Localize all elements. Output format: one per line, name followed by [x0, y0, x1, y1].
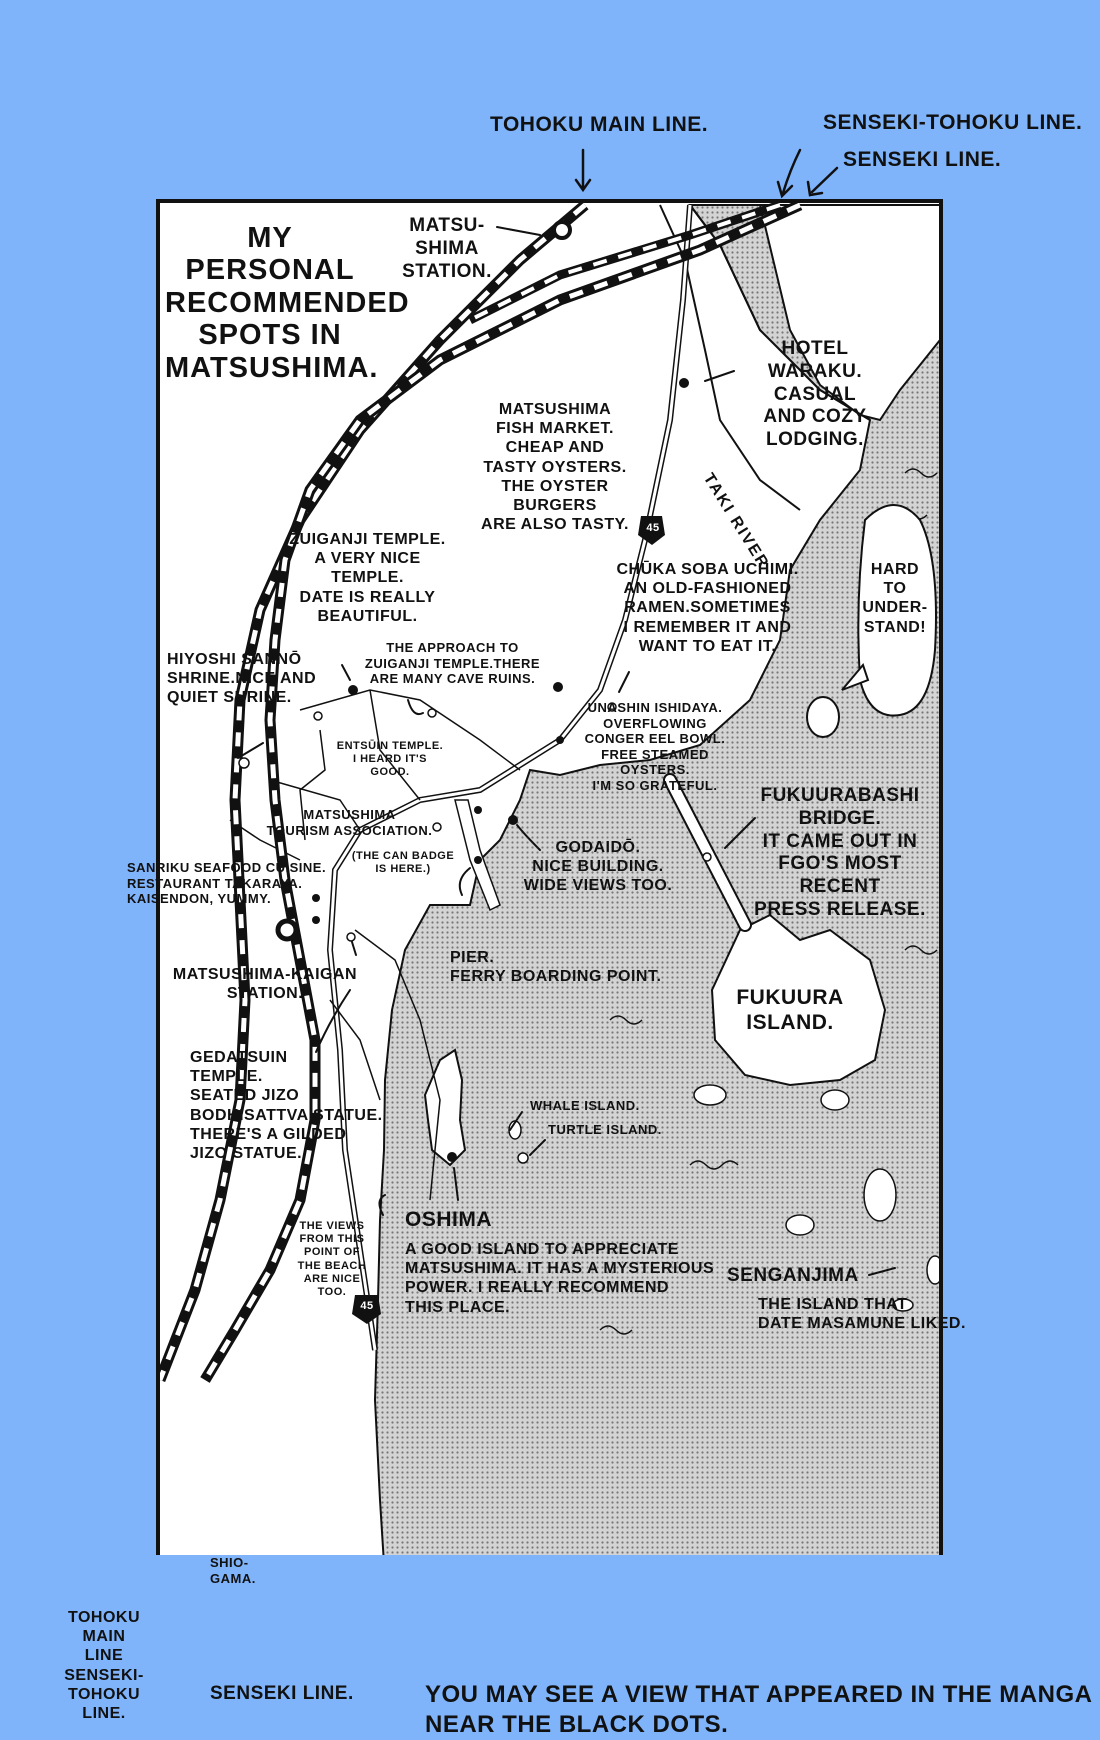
- senganjima-description: THE ISLAND THAT DATE MASAMUNE LIKED.: [758, 1296, 966, 1333]
- can-badge-label: (THE CAN BADGE IS HERE.): [351, 850, 455, 876]
- external-arrows: [574, 148, 839, 199]
- route-45-road-fill: [328, 204, 692, 1351]
- entsuin-label: ENTSŪIN TEMPLE. I HEARD IT'S GOOD.: [336, 740, 444, 779]
- matsushima-station-marker: [552, 220, 572, 240]
- senganjima-island: [892, 1298, 914, 1312]
- taki-river-bank: [659, 204, 801, 511]
- senseki-line-label: SENSEKI LINE.: [843, 148, 1002, 171]
- gedatsuin-label: GEDATSUIN TEMPLE. SEATED JIZO BODHISATTV…: [190, 1049, 383, 1162]
- matsushima-station-label: MATSU- SHIMA STATION.: [402, 215, 492, 282]
- zuiganji-label: ZUIGANJI TEMPLE. A VERY NICE TEMPLE. DAT…: [289, 531, 446, 625]
- map-frame: [156, 199, 943, 1555]
- fish-market-label: MATSUSHIMA FISH MARKET. CHEAP AND TASTY …: [481, 401, 629, 534]
- hotel-waraku-label: HOTEL WARAKU. CASUAL AND COZY LODGING.: [763, 338, 867, 451]
- senseki-line-dash: [202, 202, 802, 1382]
- route-45-number-top: 45: [646, 522, 660, 534]
- senseki-tohoku-line-label: SENSEKI-TOHOKU LINE.: [823, 111, 1083, 134]
- fukuura-island-label: FUKUURA ISLAND.: [736, 986, 844, 1035]
- fukuurabashi-label: FUKUURABASHI BRIDGE. IT CAME OUT IN FGO'…: [754, 785, 926, 920]
- islet: [785, 1214, 815, 1236]
- speech-bubble-tail: [841, 662, 870, 691]
- whale-island-label: WHALE ISLAND.: [530, 1098, 640, 1113]
- tohoku-main-line-bottom-label: TOHOKU MAIN LINE SENSEKI- TOHOKU LINE.: [64, 1609, 144, 1722]
- approach-label: THE APPROACH TO ZUIGANJI TEMPLE.THERE AR…: [364, 640, 541, 687]
- route-45-shield-top: [638, 516, 665, 545]
- turtle-island-label: TURTLE ISLAND.: [548, 1122, 662, 1137]
- beach-views-label: THE VIEWS FROM THIS POINT OF THE BEACH A…: [297, 1220, 367, 1298]
- local-roads: [229, 689, 521, 1201]
- senseki-line-bottom-label: SENSEKI LINE.: [210, 1683, 354, 1704]
- oshima-label: OSHIMA: [405, 1208, 492, 1231]
- chuka-soba-label: CHŪKA SOBA UCHIMI. AN OLD-FASHIONED RAME…: [616, 561, 799, 655]
- fukuura-island: [710, 913, 887, 1087]
- godaido-label: GODAIDŌ. NICE BUILDING. WIDE VIEWS TOO.: [523, 839, 673, 895]
- speech-bubble: [857, 504, 937, 717]
- route-45-number-bottom: 45: [360, 1300, 374, 1312]
- speech-bubble-text: HARD TO UNDER- STAND!: [862, 561, 928, 636]
- unashin-label: UNASHIN ISHIDAYA. OVERFLOWING CONGER EEL…: [584, 700, 726, 793]
- pier-label: PIER. FERRY BOARDING POINT.: [450, 949, 662, 986]
- tohoku-main-line-label: TOHOKU MAIN LINE.: [490, 113, 709, 136]
- map-title: MY PERSONAL RECOMMENDED SPOTS IN MATSUSH…: [165, 222, 410, 384]
- sanriku-label: SANRIKU SEAFOOD CUISINE. RESTAURANT TAKA…: [127, 860, 327, 907]
- kaigan-station-marker: [275, 918, 299, 942]
- land-peninsula: [758, 204, 941, 422]
- islet: [926, 1255, 941, 1285]
- turtle-island: [517, 1152, 529, 1164]
- pier: [454, 799, 501, 912]
- tourism-association-label: MATSUSHIMA TOURISM ASSOCIATION.: [266, 807, 433, 838]
- tohoku-main-line-dash: [158, 203, 587, 1381]
- oshima-description: A GOOD ISLAND TO APPRECIATE MATSUSHIMA. …: [405, 1241, 715, 1316]
- route-45-shield-bottom: [352, 1295, 381, 1324]
- face-doodle: [806, 696, 840, 738]
- spot-dots: [312, 378, 689, 1162]
- map-canvas: [156, 148, 943, 1555]
- islet: [863, 1168, 897, 1222]
- pointer-arrows: [237, 226, 896, 1276]
- hiyoshi-shrine-label: HIYOSHI SANNŌ SHRINE.NICE AND QUIET SHRI…: [167, 651, 317, 707]
- islet: [820, 1089, 850, 1111]
- senseki-tohoku-line-dash: [469, 203, 781, 322]
- legend-text: YOU MAY SEE A VIEW THAT APPEARED IN THE …: [425, 1681, 1093, 1738]
- senganjima-label: SENGANJIMA: [727, 1265, 859, 1286]
- islet: [693, 1084, 727, 1106]
- spot-circles: [238, 702, 712, 942]
- shiogama-label: SHIO- GAMA.: [210, 1555, 256, 1586]
- kaigan-station-label: MATSUSHIMA-KAIGAN STATION.: [172, 966, 358, 1003]
